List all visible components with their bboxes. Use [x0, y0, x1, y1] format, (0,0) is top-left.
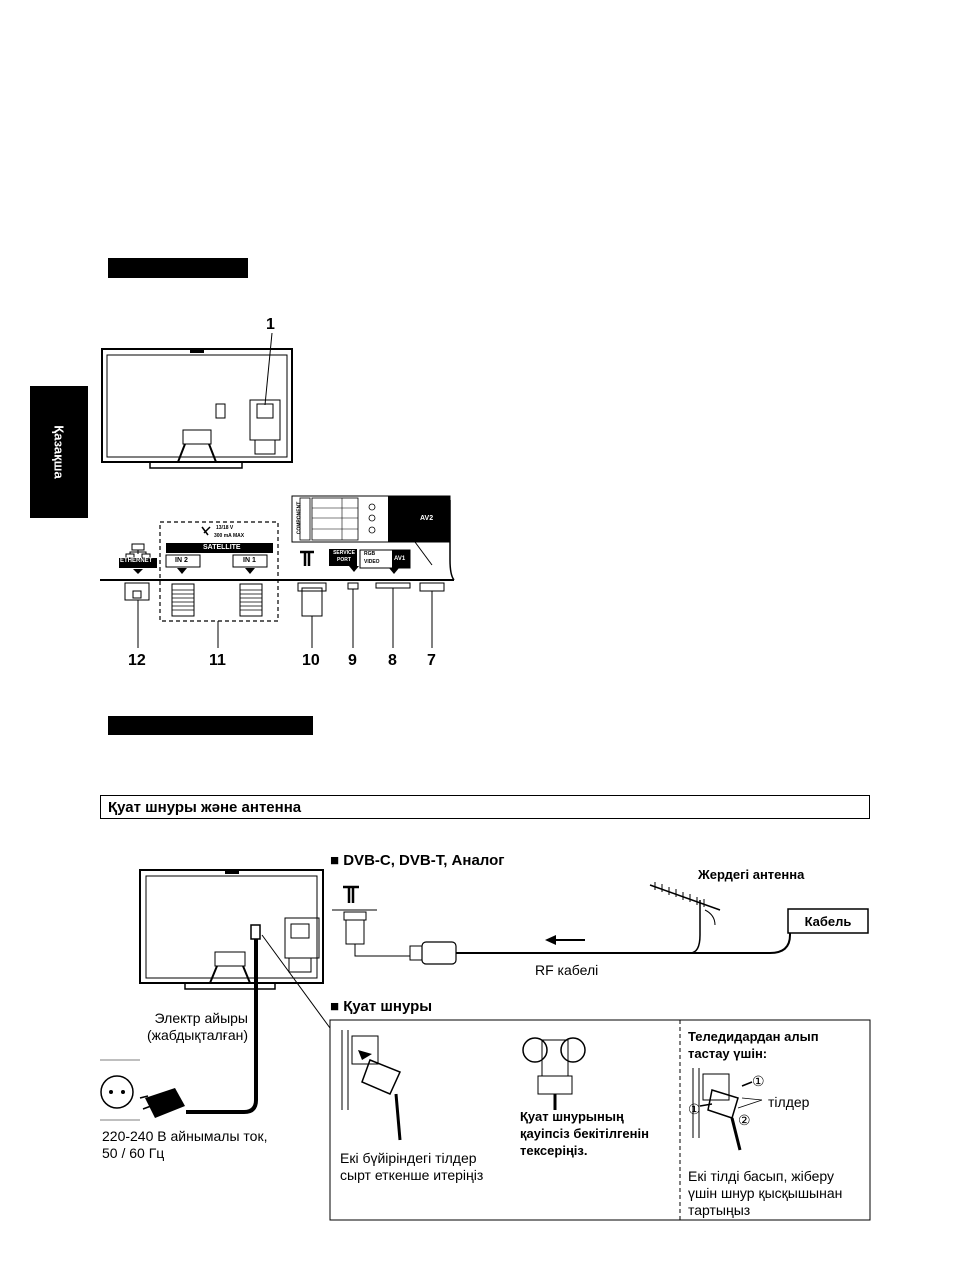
callout-8: 8 [388, 652, 397, 669]
av1-label: AV1 [394, 556, 406, 562]
rgb-label: RGB [364, 551, 376, 557]
video-label: VIDEO [364, 559, 380, 565]
remove-instruction: Екі тілді басып, жіберу үшін шнур қысқыш… [688, 1168, 843, 1218]
language-side-tab: Қазақша [30, 386, 88, 518]
tabs-label: тілдер [768, 1094, 810, 1110]
antenna-heading: ■ DVB-C, DVB-T, Аналог [330, 852, 505, 869]
in1-label: IN 1 [243, 557, 256, 564]
callout-10: 10 [302, 652, 320, 669]
remove-heading: Теледидардан алып тастау үшін: [688, 1029, 819, 1061]
section-title: Қуат шнуры және антенна [100, 795, 870, 819]
sat-current-label: 300 mA MAX [214, 533, 245, 539]
mains-plug-label: Электр айыры (жабдықталған) [146, 1010, 248, 1043]
in2-label: IN 2 [175, 557, 188, 564]
ac-spec-label: 220-240 В айнымалы ток, 50 / 60 Гц [102, 1128, 268, 1161]
power-heading: ■ Қуат шнуры [330, 998, 433, 1015]
callout-11: 11 [209, 652, 226, 669]
marker-1-left: ① [688, 1101, 701, 1117]
cable-box-label: Кабель [804, 914, 852, 929]
check-instruction: Қуат шнурының қауіпсіз бекітілгенін текс… [520, 1109, 649, 1158]
component-label: COMPONENT [296, 501, 303, 535]
heading-bar-2 [108, 716, 313, 735]
terrestrial-antenna-label: Жердегі антенна [698, 867, 805, 882]
av2-label: AV2 [420, 515, 434, 522]
marker-1-top: ① [752, 1073, 765, 1089]
satellite-label: SATELLITE [203, 544, 241, 551]
sat-power-label: 13/18 V [216, 525, 234, 531]
rf-cable-label: RF кабелі [535, 962, 599, 978]
callout-1: 1 [266, 316, 275, 333]
service-port-label: SERVICE PORT [333, 550, 355, 563]
callout-7: 7 [427, 652, 436, 669]
heading-bar-1 [108, 258, 248, 278]
push-instruction: Екі бүйіріндегі тілдер сырт еткенше итер… [340, 1150, 484, 1183]
marker-2: ② [738, 1112, 751, 1128]
callout-12: 12 [128, 652, 146, 669]
callout-9: 9 [348, 652, 357, 669]
ethernet-label: ETHERNET [120, 558, 153, 564]
